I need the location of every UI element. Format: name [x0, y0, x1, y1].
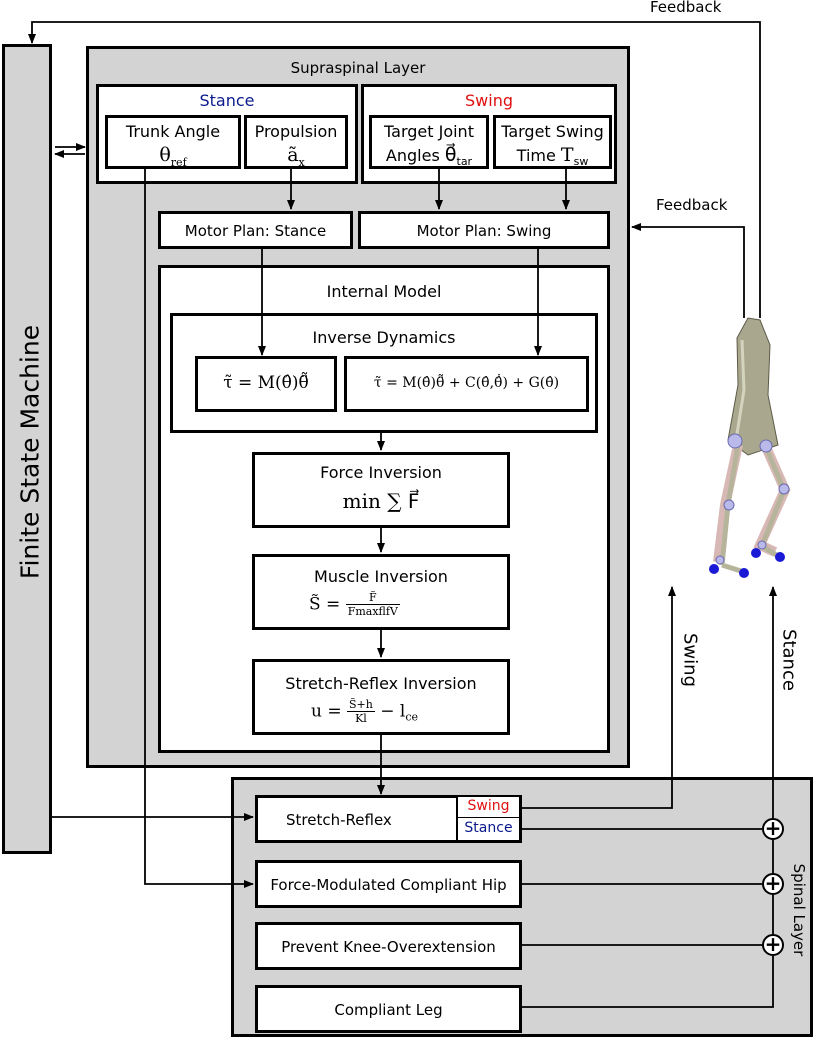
swing-output-label: Swing — [679, 633, 701, 687]
pko-label: Prevent Knee-Overextension — [281, 938, 496, 956]
fmch-label: Force-Modulated Compliant Hip — [270, 876, 507, 894]
sr-inversion-eq: u = S̃+h Kl − lce — [311, 698, 419, 725]
stretch-reflex-inversion-box: Stretch-Reflex Inversion u = S̃+h Kl − l… — [252, 659, 510, 735]
sum-junction-1: + — [762, 818, 784, 840]
trunk-angle-box: Trunk Angle θref — [105, 115, 241, 169]
sr-inversion-title: Stretch-Reflex Inversion — [285, 674, 477, 693]
swing-output-arrow — [522, 586, 676, 809]
motor-plan-swing-label: Motor Plan: Swing — [416, 222, 552, 240]
target-swing-line1: Target Swing — [501, 122, 604, 141]
supraspinal-title: Supraspinal Layer — [290, 59, 426, 77]
finite-state-machine-block: Finite State Machine — [2, 44, 52, 854]
trunk-angle-symbol: θref — [159, 144, 187, 169]
cl-line — [522, 956, 774, 1008]
target-joint-line1: Target Joint — [384, 122, 474, 141]
stance-title: Stance — [199, 91, 255, 110]
force-inversion-box: Force Inversion min ∑ F⃗ — [252, 452, 510, 528]
motor-plan-stance-box: Motor Plan: Stance — [158, 211, 353, 249]
target-joint-angles-box: Target Joint Angles θ⃗tar — [369, 115, 489, 169]
compliant-leg-box: Compliant Leg — [255, 985, 522, 1033]
muscle-inversion-eq: S̃ = F̃ FmaxflfV — [309, 591, 400, 618]
target-joint-line2: Angles θ⃗tar — [385, 144, 473, 169]
force-inversion-eq: min ∑ F⃗ — [342, 489, 420, 513]
stretch-reflex-label: Stretch-Reflex — [286, 811, 392, 829]
feedback-mid-arrow — [631, 223, 745, 318]
feedback-top-arrow — [28, 21, 761, 318]
prevent-knee-overextension-box: Prevent Knee-Overextension — [255, 922, 522, 970]
internal-model-title: Internal Model — [326, 282, 442, 301]
motor-plan-swing-box: Motor Plan: Swing — [358, 211, 610, 249]
target-swing-time-box: Target Swing Time Tsw — [493, 115, 612, 169]
eq-stance-box: τ̃ = M(θ̂)θ̈̃ — [195, 356, 337, 412]
inverse-dynamics-title: Inverse Dynamics — [312, 328, 456, 347]
force-inversion-title: Force Inversion — [320, 463, 442, 482]
propulsion-symbol: ãx — [287, 144, 305, 169]
feedback-top-label: Feedback — [650, 0, 722, 16]
sum-junction-3: + — [762, 934, 784, 956]
stance-output-label: Stance — [778, 629, 800, 691]
swing-title: Swing — [465, 91, 513, 110]
compliant-leg-label: Compliant Leg — [334, 1001, 443, 1019]
eq-stance: τ̃ = M(θ̂)θ̈̃ — [223, 373, 309, 393]
target-swing-line2: Time Tsw — [516, 144, 589, 169]
stretch-reflex-stance-tag: Stance — [456, 818, 519, 840]
propulsion-label: Propulsion — [254, 122, 338, 141]
muscle-inversion-box: Muscle Inversion S̃ = F̃ FmaxflfV — [252, 554, 510, 630]
walker-model-figure — [709, 317, 791, 578]
trunk-to-fmch-arrow — [144, 169, 254, 888]
propulsion-box: Propulsion ãx — [244, 115, 348, 169]
stretch-reflex-swing-tag: Swing — [456, 797, 519, 818]
feedback-mid-label: Feedback — [656, 196, 728, 214]
motor-plan-stance-label: Motor Plan: Stance — [184, 222, 327, 240]
eq-swing-box: τ̃ = M(θ̂)θ̈̃ + C(θ̂,θ̂̇) + G(θ̂) — [344, 356, 589, 412]
trunk-angle-label: Trunk Angle — [125, 122, 221, 141]
muscle-inversion-title: Muscle Inversion — [314, 567, 448, 586]
sum-junction-2: + — [762, 873, 784, 895]
fmch-box: Force-Modulated Compliant Hip — [255, 860, 522, 908]
eq-swing: τ̃ = M(θ̂)θ̈̃ + C(θ̂,θ̂̇) + G(θ̂) — [373, 375, 560, 391]
